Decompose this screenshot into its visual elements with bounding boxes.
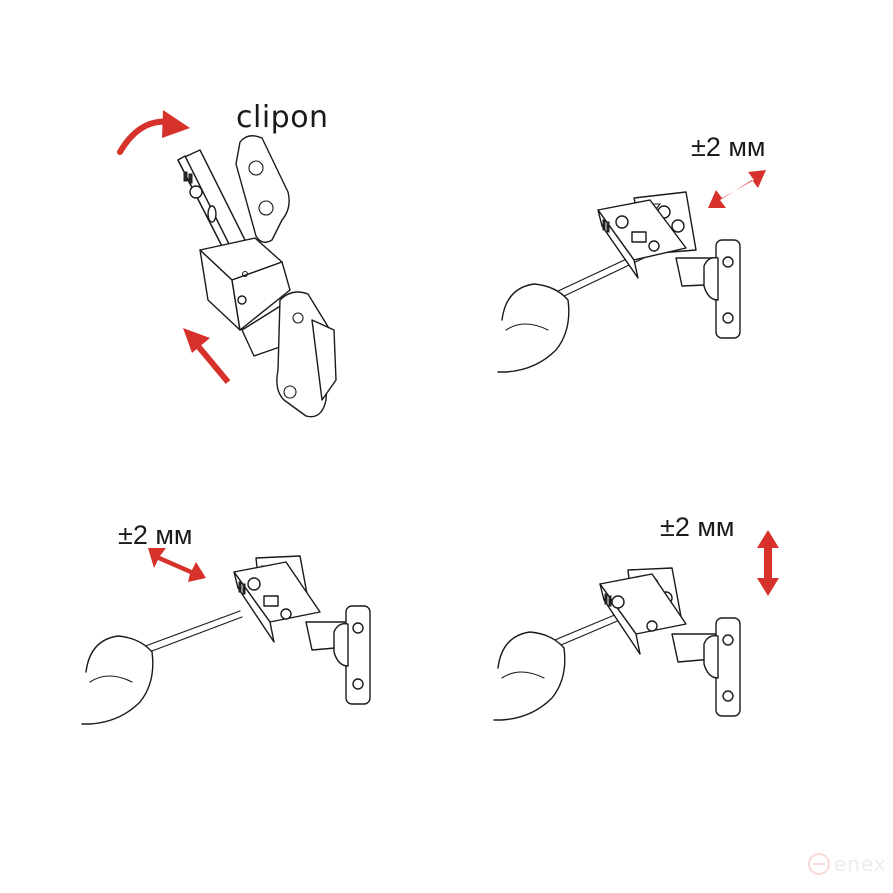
watermark-text: enex xyxy=(834,852,887,876)
adjust-label-height: ±2 мм xyxy=(660,512,735,542)
height-adjust-illustration xyxy=(493,530,779,721)
up-right-arrow-icon xyxy=(183,328,231,384)
curved-arrow-icon xyxy=(117,110,190,155)
clipon-hinge-illustration xyxy=(117,110,337,418)
panel-side-adjust: ±2 мм xyxy=(0,446,446,893)
adjust-label-side: ±2 мм xyxy=(118,520,193,550)
panel-clipon: clipon xyxy=(0,0,446,446)
brand-watermark: enex xyxy=(808,852,887,876)
panel-depth-adjust: ±2 мм xyxy=(446,0,893,446)
enex-logo-icon xyxy=(808,853,830,875)
diagonal-double-arrow-icon xyxy=(708,170,766,208)
panel-height-adjust: ±2 мм xyxy=(446,446,893,893)
adjust-label-depth: ±2 мм xyxy=(691,132,766,162)
clipon-label: clipon xyxy=(236,100,329,135)
vertical-double-arrow-icon xyxy=(757,530,779,596)
diagonal-double-arrow-icon-side xyxy=(148,548,206,582)
side-adjust-illustration xyxy=(81,548,371,725)
depth-adjust-illustration xyxy=(497,170,766,373)
